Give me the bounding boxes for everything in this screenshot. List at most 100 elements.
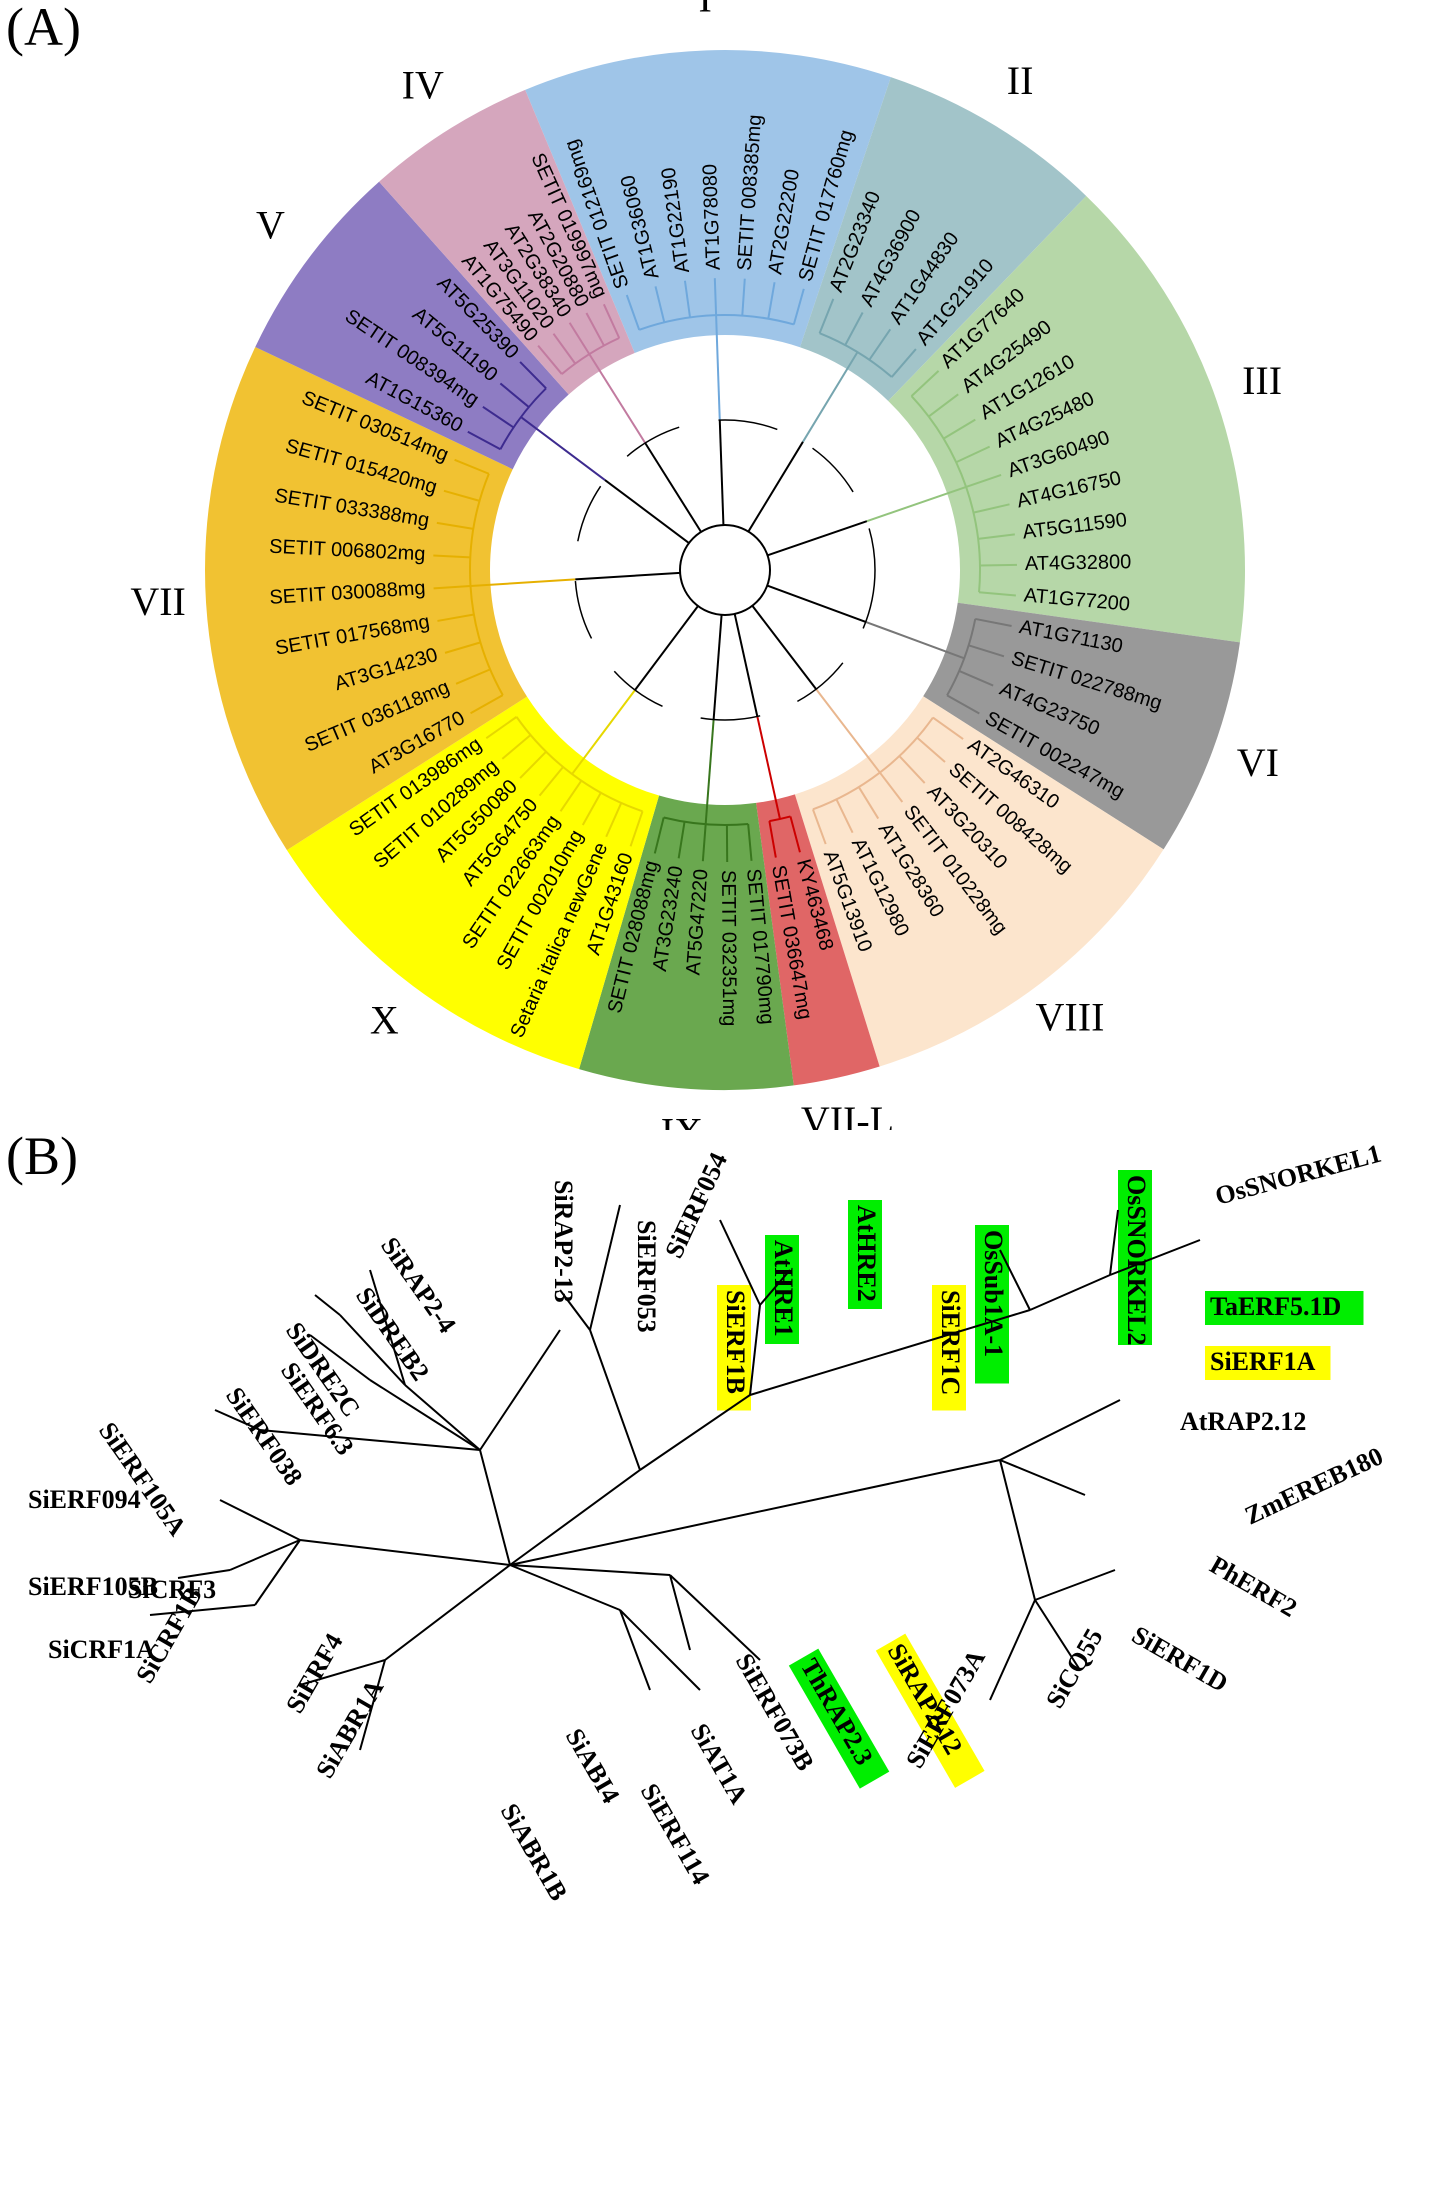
leaf-label: SiABR1A	[310, 1674, 389, 1783]
tree-branch	[766, 584, 867, 623]
tree-branch	[973, 503, 1010, 514]
tree-branch	[520, 416, 606, 481]
tree-branch	[482, 405, 515, 429]
circular-phylogenetic-tree: ISETIT 012169mgAT1G36060AT1G22190AT1G780…	[130, 0, 1282, 1130]
tree-branch	[444, 641, 481, 654]
tree-branch	[756, 716, 781, 820]
tree-branch	[568, 322, 591, 355]
leaf-highlight	[848, 1200, 882, 1309]
clade-vii-label: VII	[130, 579, 186, 624]
leaf-label: SiRAP2-13	[549, 1180, 578, 1303]
leaf-siabi4: SiABI4	[560, 1724, 626, 1809]
clade-v-sector	[255, 181, 569, 470]
leaf-zmereb180: ZmEREB180	[1240, 1441, 1387, 1530]
tree-branch	[928, 393, 959, 418]
tree-branch	[509, 1564, 621, 1611]
tree-branch	[792, 288, 805, 325]
tree-branch	[589, 1329, 641, 1471]
tree-branch	[479, 1449, 511, 1566]
tree-branch	[747, 441, 804, 533]
tree-branch	[653, 817, 665, 854]
tree-branch	[501, 734, 532, 760]
leaf-label: SiERF1B	[721, 1290, 750, 1394]
tree-branch	[718, 420, 725, 526]
tree-branch	[999, 1459, 1086, 1496]
leaf-siabr1a: SiABR1A	[310, 1674, 389, 1783]
leaf-label: AtRAP2.12	[1180, 1407, 1306, 1436]
leaf-athre2: AtHRE2	[848, 1200, 882, 1309]
leaf-sierf105a: SiERF105A	[93, 1417, 192, 1542]
clade-ii-sector	[799, 77, 1087, 401]
tree-branch	[669, 1574, 761, 1661]
leaf-label: AT1G78080	[699, 164, 725, 271]
tree-branch	[619, 1609, 701, 1691]
tree-branch	[749, 1309, 1031, 1396]
leaf-highlight	[765, 1235, 799, 1344]
leaf-sicrf1a: SiCRF1A	[48, 1635, 155, 1664]
tree-branch	[767, 520, 868, 557]
leaf-label: SiERF053	[632, 1220, 661, 1333]
tree-branch	[369, 1379, 481, 1451]
tree-branch	[644, 442, 702, 533]
tree-branch	[767, 282, 776, 319]
leaf-label: OsSub1A-1	[979, 1230, 1008, 1357]
tree-branch	[359, 1659, 386, 1751]
tree-branch	[479, 1329, 561, 1451]
clade-iv-label: IV	[402, 62, 444, 107]
leaf-label: SiERF054	[659, 1148, 733, 1262]
tree-root	[679, 524, 771, 616]
leaf-sierf114: SiERF114	[635, 1779, 716, 1890]
clade-viii-sector	[794, 696, 1164, 1067]
tree-branch	[1029, 1274, 1111, 1311]
leaf-label: SiCRF1A	[48, 1635, 155, 1664]
leaf-label: SETIT 032351mg	[717, 870, 740, 1027]
tree-branch	[654, 286, 666, 323]
tree-branch	[254, 1539, 301, 1606]
tree-branch	[404, 1384, 481, 1451]
panel-a-label: (A)	[6, 0, 81, 57]
tree-branch	[683, 280, 692, 318]
tree-branch	[946, 694, 980, 715]
tree-branch	[811, 809, 827, 845]
clade-vi-sector	[923, 602, 1240, 850]
leaf-highlight	[717, 1285, 751, 1411]
tree-branch	[999, 1249, 1031, 1311]
leaf-sicrf3: SiCRF3	[128, 1575, 216, 1604]
tree-branch	[749, 1304, 761, 1396]
leaf-label: SiCQ55	[1040, 1623, 1108, 1713]
leaf-taerf5-1d: TaERF5.1D	[1205, 1291, 1364, 1325]
tree-branch	[868, 328, 892, 361]
leaf-ossnorkel1: OsSNORKEL1	[1212, 1139, 1384, 1211]
tree-branch	[733, 613, 759, 717]
tree-branch	[802, 351, 859, 443]
leaf-ossnorkel2: OsSNORKEL2	[1118, 1170, 1152, 1346]
clade-i-sector	[525, 50, 891, 354]
tree-branch	[581, 792, 602, 826]
tree-branch	[634, 605, 699, 691]
tree-branch	[384, 1564, 511, 1661]
tree-branch	[499, 382, 530, 408]
tree-branch	[437, 613, 475, 622]
tree-branch	[537, 344, 563, 375]
clade-viii-label: VIII	[1036, 994, 1105, 1039]
tree-branch	[704, 719, 715, 825]
leaf-highlight	[788, 1648, 890, 1789]
leaf-sierf1d: SiERF1D	[1127, 1620, 1233, 1698]
tree-branch	[314, 1294, 341, 1316]
clade-iii-label: III	[1242, 358, 1282, 403]
leaf-sierf1c: SiERF1C	[932, 1285, 966, 1411]
tree-branch	[509, 1469, 641, 1566]
tree-branch	[835, 798, 854, 834]
leaf-label: SiABR1B	[495, 1799, 574, 1906]
tree-branch	[979, 563, 1017, 567]
tree-branch	[299, 1659, 386, 1686]
tree-branch	[433, 554, 471, 559]
tree-branch	[177, 1569, 231, 1579]
leaf-highlight	[975, 1225, 1009, 1384]
tree-branch	[719, 1219, 761, 1306]
tree-branch	[1034, 1569, 1116, 1601]
tree-branch	[759, 1269, 791, 1306]
tree-branch	[815, 688, 881, 774]
tree-branch	[538, 766, 564, 797]
tree-branch	[968, 644, 1005, 658]
